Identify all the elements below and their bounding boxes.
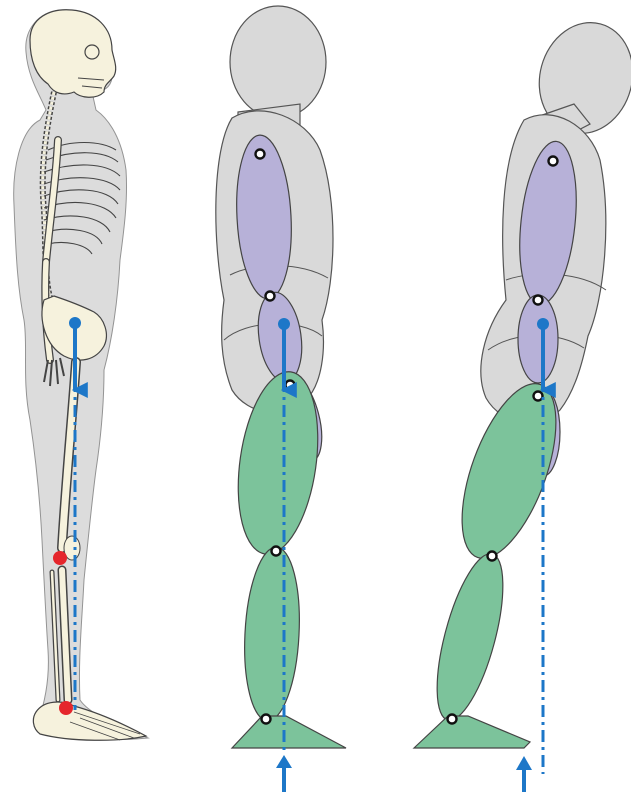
center-of-mass-icon <box>278 318 290 330</box>
ankle-joint-icon <box>59 701 73 715</box>
center-of-mass-icon <box>537 318 549 330</box>
body-silhouette <box>14 10 148 740</box>
shank-segment <box>240 546 303 723</box>
anatomical-skeleton-figure <box>14 10 148 741</box>
center-of-mass-icon <box>69 317 81 329</box>
segment-model-upright-figure <box>216 6 346 792</box>
shank-segment <box>424 547 517 726</box>
head-segment <box>230 6 326 118</box>
knee-joint-icon <box>53 551 67 565</box>
foot-segment <box>232 716 346 748</box>
foot-segment <box>414 716 530 748</box>
lower-trunk-segment <box>518 295 558 383</box>
segment-model-leaning-figure <box>414 12 631 792</box>
